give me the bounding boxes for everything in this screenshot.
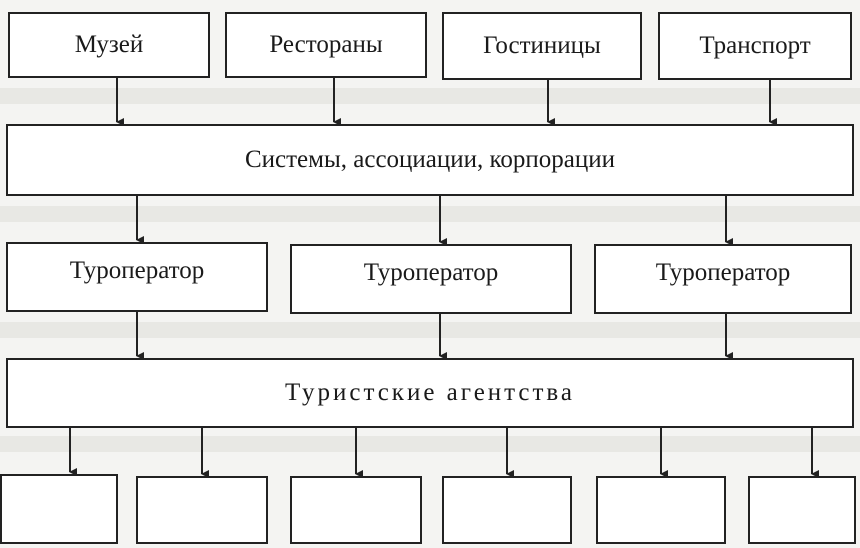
source-box-transport: Транспорт — [658, 12, 852, 80]
background-stripe — [0, 436, 860, 452]
systems-label: Системы, ассоциации, корпорации — [244, 146, 616, 173]
source-label: Рестораны — [269, 31, 383, 58]
outlet-box-3 — [290, 476, 422, 544]
source-box-restaurants: Рестораны — [225, 12, 427, 78]
operator-box-2: Туроператор — [290, 244, 572, 314]
source-label: Транспорт — [699, 32, 811, 59]
operator-label: Туроператор — [655, 259, 791, 286]
source-label: Музей — [74, 31, 144, 58]
outlet-box-1 — [0, 474, 118, 544]
source-box-hotels: Гостиницы — [442, 12, 642, 80]
outlet-box-5 — [596, 476, 726, 544]
source-label: Гостиницы — [483, 32, 601, 59]
agencies-label: Туристские агентства — [284, 379, 576, 406]
operator-label: Туроператор — [363, 259, 499, 286]
background-stripe — [0, 206, 860, 222]
source-box-museum: Музей — [8, 12, 210, 78]
operator-label: Туроператор — [69, 257, 205, 284]
background-stripe — [0, 88, 860, 104]
background-stripe — [0, 322, 860, 338]
operator-box-1: Туроператор — [6, 242, 268, 312]
outlet-box-2 — [136, 476, 268, 544]
agencies-box: Туристские агентства — [6, 358, 854, 428]
systems-box: Системы, ассоциации, корпорации — [6, 124, 854, 196]
outlet-box-6 — [748, 476, 856, 544]
operator-box-3: Туроператор — [594, 244, 852, 314]
